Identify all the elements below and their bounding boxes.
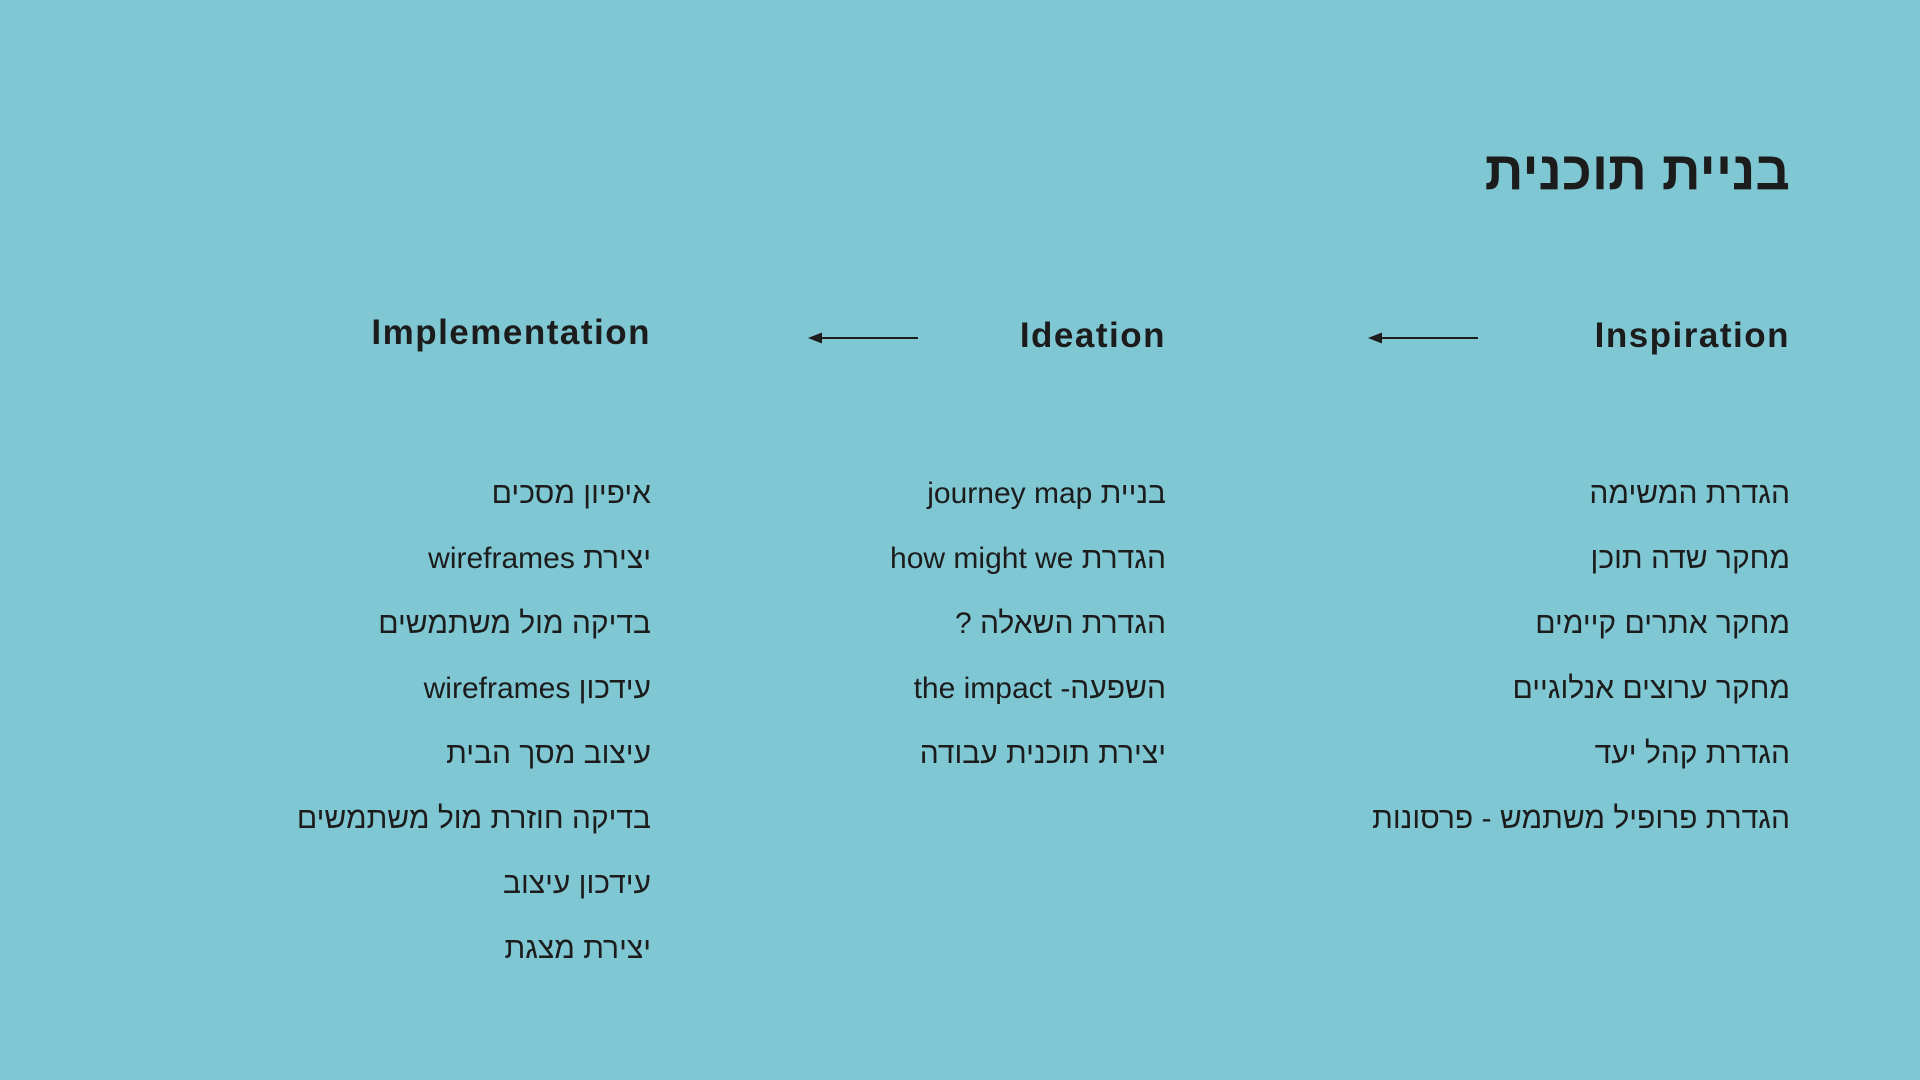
- column-implementation: Implementation איפיון מסכים יצירת wirefr…: [131, 312, 651, 994]
- inspiration-list: הגדרת המשימה מחקר שדה תוכן מחקר אתרים קי…: [1230, 474, 1790, 864]
- list-item: בדיקה מול משתמשים: [378, 607, 651, 640]
- list-item: איפיון מסכים: [491, 477, 651, 510]
- list-item: יצירת מצגת: [504, 932, 652, 965]
- list-item: מחקר אתרים קיימים: [1535, 607, 1790, 640]
- list-item: מחקר שדה תוכן: [1590, 542, 1790, 575]
- list-item: השפעה- the impact: [913, 672, 1166, 705]
- arrow-left-icon: [808, 332, 918, 344]
- column-heading-ideation: Ideation: [1019, 316, 1166, 355]
- column-heading-inspiration: Inspiration: [1594, 316, 1790, 355]
- list-item: יצירת wireframes: [428, 542, 651, 575]
- list-item: יצירת תוכנית עבודה: [919, 737, 1166, 770]
- list-item: עידכון עיצוב: [503, 867, 651, 900]
- column-heading-implementation: Implementation: [371, 313, 651, 352]
- list-item: בניית journey map: [927, 477, 1166, 510]
- arrow-left-icon: [1368, 332, 1478, 344]
- list-item: מחקר ערוצים אנלוגיים: [1512, 672, 1790, 705]
- column-inspiration: Inspiration הגדרת המשימה מחקר שדה תוכן מ…: [1230, 312, 1790, 864]
- slide-title: בניית תוכנית: [1484, 141, 1790, 201]
- list-item: בדיקה חוזרת מול משתמשים: [296, 802, 651, 835]
- ideation-list: בניית journey map הגדרת how might we הגד…: [706, 474, 1166, 799]
- list-item: הגדרת how might we: [890, 542, 1166, 575]
- list-item: הגדרת פרופיל משתמש - פרסונות: [1372, 802, 1790, 835]
- list-item: הגדרת המשימה: [1589, 477, 1790, 510]
- list-item: הגדרת קהל יעד: [1594, 737, 1790, 770]
- column-ideation: Ideation בניית journey map הגדרת how mig…: [706, 312, 1166, 799]
- list-item: עיצוב מסך הבית: [446, 737, 651, 770]
- list-item: הגדרת השאלה ?: [955, 607, 1166, 640]
- implementation-list: איפיון מסכים יצירת wireframes בדיקה מול …: [131, 474, 651, 994]
- list-item: עידכון wireframes: [423, 672, 651, 705]
